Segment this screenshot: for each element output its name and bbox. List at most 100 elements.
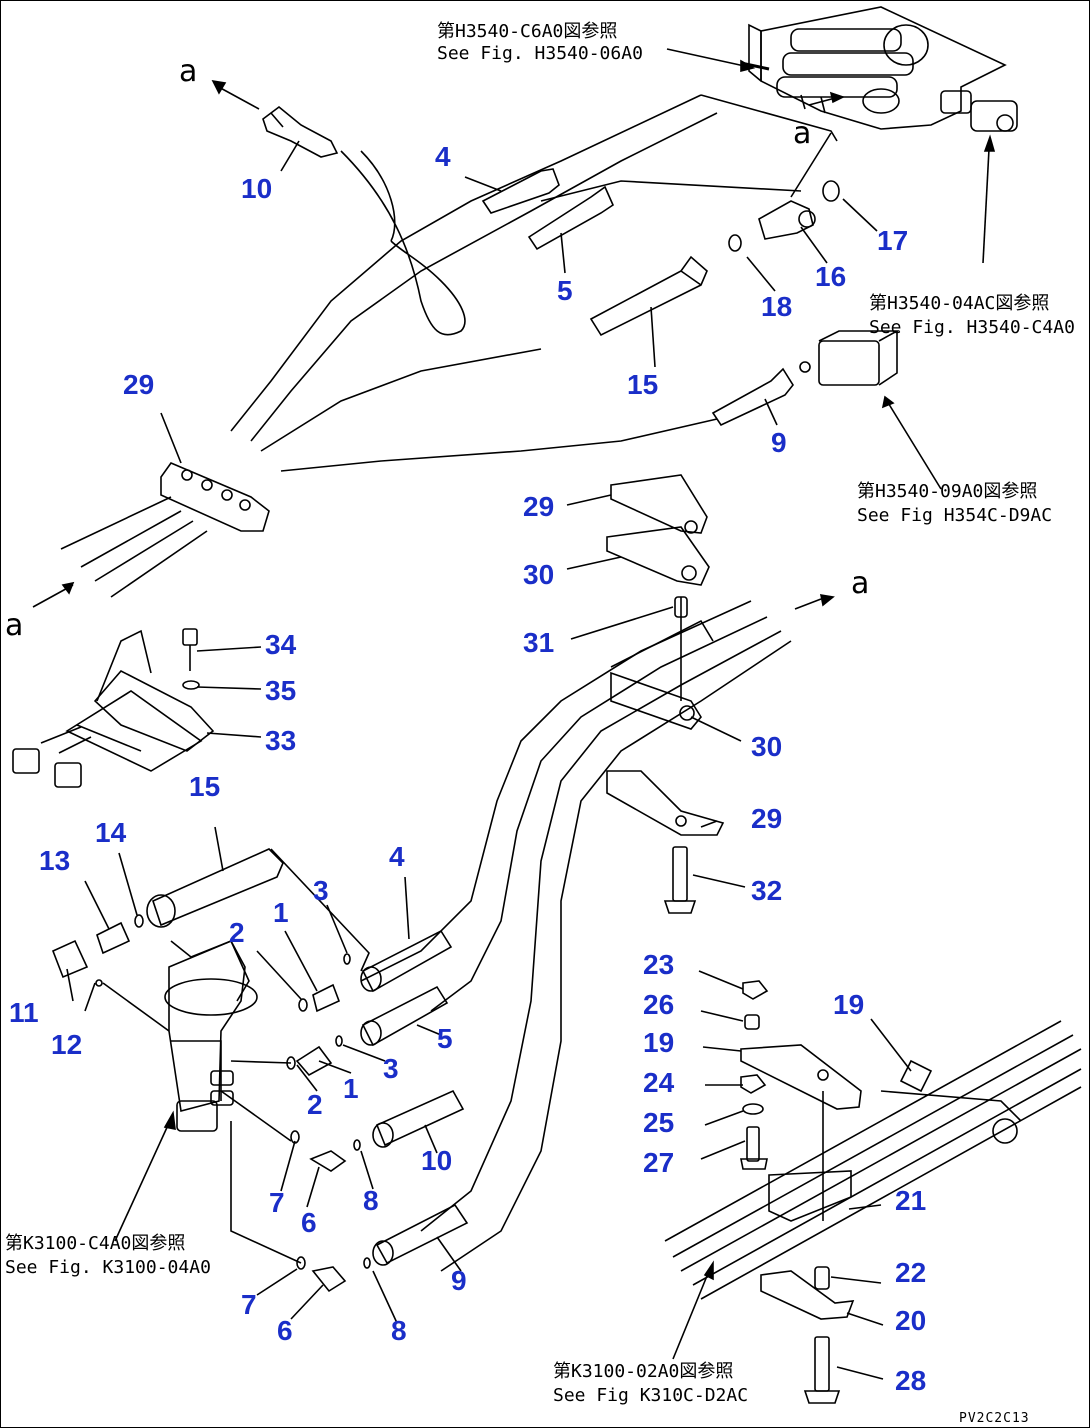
- fittings-upper-1-2-3: [286, 953, 351, 1077]
- arrow-label-a: a: [851, 566, 870, 601]
- callout-number: 16: [815, 261, 847, 292]
- callout-number: 9: [771, 427, 787, 458]
- callout-number: 29: [751, 803, 783, 834]
- callout-number: 6: [301, 1207, 317, 1238]
- drawing-code: PV2C2C13: [959, 1411, 1030, 1426]
- callout-number: 29: [523, 491, 555, 522]
- arrow-label-a: a: [793, 116, 812, 151]
- callout-number: 4: [389, 841, 405, 872]
- clamp-21: [768, 1170, 852, 1222]
- clamp-30-mid: [606, 526, 710, 586]
- plug-11: [51, 939, 89, 979]
- clamp-20: [760, 1270, 855, 1320]
- fitting-15-top: [589, 255, 708, 337]
- callout-number: 7: [269, 1187, 285, 1218]
- callout-number: 22: [895, 1257, 927, 1288]
- callout-number: 2: [307, 1089, 323, 1120]
- arrowhead: [740, 59, 756, 73]
- elbows-6-7-8: [220, 1090, 371, 1293]
- arrow-label-a: a: [179, 54, 198, 89]
- hose-15-lower: [146, 848, 284, 928]
- callout-number: 6: [277, 1315, 293, 1346]
- bolt-31: [674, 596, 688, 618]
- ref-left-bottom-jp: 第K3100-C4A0図参照: [5, 1233, 186, 1254]
- arrow-label-a: a: [5, 608, 24, 643]
- callout-number: 26: [643, 989, 675, 1020]
- washer-35: [182, 680, 200, 690]
- fitting-16: [758, 200, 816, 240]
- callout-number: 23: [643, 949, 675, 980]
- harness-main: [360, 600, 792, 1272]
- hose-10-lower: [372, 1089, 465, 1148]
- o-ring-14: [134, 914, 144, 928]
- valve-body-lower: [164, 939, 258, 1132]
- callout-number: 27: [643, 1147, 675, 1178]
- callout-number: 10: [241, 173, 273, 204]
- callout-number: 30: [523, 559, 555, 590]
- callout-number: 5: [557, 275, 573, 306]
- callout-number: 8: [391, 1315, 407, 1346]
- clamp-29-mid: [610, 474, 708, 534]
- callout-number: 35: [265, 675, 297, 706]
- callout-number: 5: [437, 1023, 453, 1054]
- callout-number: 3: [313, 875, 329, 906]
- pedal-33: [12, 629, 215, 788]
- fitting-4-top: [481, 168, 560, 214]
- ref-right-upper-jp: 第H3540-04AC図参照: [869, 293, 1050, 314]
- callout-number: 17: [877, 225, 909, 256]
- hose-9-lower: [372, 1203, 469, 1266]
- callout-number: 8: [363, 1185, 379, 1216]
- callout-number: 12: [51, 1029, 83, 1060]
- o-ring-12: [95, 979, 103, 987]
- leader-lines: [66, 140, 912, 1380]
- clamp-29-lower: [606, 770, 725, 836]
- ref-top-en: See Fig. H3540-06A0: [437, 43, 643, 64]
- callout-number: 20: [895, 1305, 927, 1336]
- bolt-28: [803, 1336, 841, 1404]
- fitting-5-top: [527, 185, 615, 251]
- hose-routes-upper: [230, 94, 838, 472]
- callout-number: 2: [229, 917, 245, 948]
- callout-number: 1: [343, 1073, 359, 1104]
- callout-number: 3: [383, 1053, 399, 1084]
- callout-number: 30: [751, 731, 783, 762]
- fitting-10-top: [262, 105, 339, 158]
- callout-number: 19: [833, 989, 865, 1020]
- ref-bottom-right-en: See Fig K310C-D2AC: [553, 1385, 749, 1406]
- callout-number: 13: [39, 845, 71, 876]
- clamp-30-harness: [610, 671, 702, 730]
- callout-number: 11: [9, 997, 39, 1028]
- ref-right-mid-en: See Fig H354C-D9AC: [857, 505, 1053, 526]
- o-ring-18: [728, 234, 742, 252]
- callout-number: 10: [421, 1145, 453, 1176]
- spacer-22: [814, 1266, 830, 1290]
- bolt-32: [663, 846, 697, 914]
- callout-number: 7: [241, 1289, 257, 1320]
- callout-number: 14: [95, 817, 127, 848]
- valve-assembly-top: [740, 6, 1018, 132]
- callout-number: 28: [895, 1365, 927, 1396]
- fitting-9-top: [711, 330, 901, 427]
- ref-right-upper-en: See Fig. H3540-C4A0: [869, 317, 1075, 338]
- ref-left-bottom-en: See Fig. K3100-04A0: [5, 1257, 211, 1278]
- callout-number: 18: [761, 291, 793, 322]
- harness-bottom-right: [664, 1020, 1082, 1300]
- callout-number: 19: [643, 1027, 675, 1058]
- hose-4-lower: [360, 929, 453, 993]
- callout-number: 33: [265, 725, 297, 756]
- callout-number: 32: [751, 875, 783, 906]
- callout-number: 4: [435, 141, 451, 172]
- o-ring-17: [822, 180, 840, 202]
- callout-number: 9: [451, 1265, 467, 1296]
- callout-number: 15: [627, 369, 659, 400]
- callout-number: 29: [123, 369, 155, 400]
- clamp-29-upper: [160, 462, 270, 532]
- callout-number: 31: [523, 627, 555, 658]
- callout-number: 25: [643, 1107, 675, 1138]
- hose-5-lower: [360, 985, 449, 1047]
- callout-number: 21: [895, 1185, 927, 1216]
- leader-top-ref: [666, 48, 750, 68]
- ref-bottom-right-jp: 第K3100-02A0図参照: [553, 1361, 734, 1382]
